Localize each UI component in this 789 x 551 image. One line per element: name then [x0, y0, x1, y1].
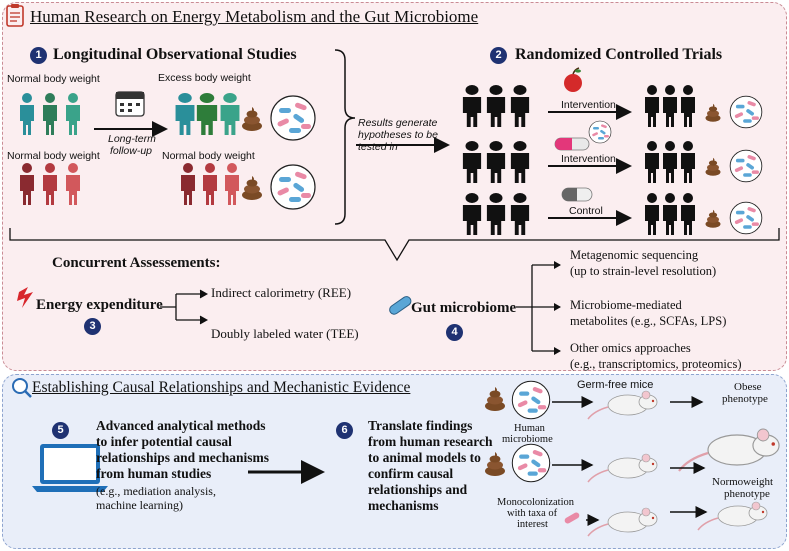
- clipboard-icon: [6, 4, 24, 27]
- step5-line: relationships and mechanisms: [96, 450, 270, 465]
- followup-label-line1: Long-term: [108, 133, 156, 145]
- step-4-badge: 4: [446, 324, 463, 341]
- mouse-icon: [587, 453, 658, 483]
- excess-weight-group-icon: [175, 93, 240, 135]
- observational-title: Longitudinal Observational Studies: [53, 46, 297, 63]
- gut-item-line1: Other omics approaches: [570, 341, 691, 355]
- microbiome-icon: [270, 164, 316, 210]
- pill-icon: [554, 137, 590, 151]
- normo-label-line2: phenotype: [724, 488, 770, 500]
- gut-microbiome-title: Gut microbiome: [411, 300, 517, 316]
- human-microbiome-label-line1: Human: [514, 423, 545, 434]
- gut-item-line1: Metagenomic sequencing: [570, 248, 699, 262]
- hypothesis-line2: hypotheses to be: [358, 129, 438, 141]
- energy-item: Doubly labeled water (TEE): [211, 326, 359, 341]
- germ-free-mouse-icon: [587, 390, 658, 420]
- rct-outcome-3-icon: [645, 193, 695, 235]
- step-5-badge: 5: [52, 422, 69, 439]
- mono-label-line2: with taxa of: [507, 508, 558, 519]
- gut-item-line2: (e.g., transcriptomics, proteomics): [570, 357, 742, 371]
- apple-icon: [564, 67, 582, 92]
- step5-subline: (e.g., mediation analysis,: [96, 484, 216, 498]
- hypothesis-line1: Results generate: [358, 117, 438, 129]
- excess-weight-label: Excess body weight: [158, 72, 251, 84]
- gut-item-line2: metabolites (e.g., SCFAs, LPS): [570, 314, 727, 328]
- magnifier-icon: [12, 378, 32, 398]
- step5-line: to infer potential causal: [96, 434, 232, 449]
- hypothesis-line3: tested in: [358, 141, 398, 153]
- energy-expenditure-title: Energy expenditure: [36, 297, 163, 313]
- germ-free-label: Germ-free mice: [577, 379, 654, 391]
- bracket-line: [334, 49, 356, 225]
- rct-arm-label: Intervention: [561, 153, 616, 165]
- obese-mouse-icon: [677, 427, 781, 473]
- normo-label-line1: Normoweight: [712, 476, 774, 488]
- laptop-icon: [32, 444, 108, 492]
- assessments-title: Concurrent Assessements:: [52, 255, 221, 271]
- obese-label-line1: Obese: [734, 381, 762, 393]
- step6-line: from human research: [368, 434, 493, 449]
- followup-label-line2: follow-up: [110, 145, 153, 157]
- human-microbiome-label-line2: microbiome: [502, 434, 553, 445]
- normoweight-mouse-icon: [697, 501, 768, 531]
- step5-line: from human studies: [96, 466, 212, 481]
- bacterium-icon: [564, 512, 580, 524]
- mouse-icon: [587, 507, 658, 537]
- step5-subline: machine learning): [96, 498, 183, 512]
- normal-weight-group-icon: [20, 93, 80, 135]
- rct-outcome-2-icon: [645, 141, 695, 183]
- obese-label-line2: phenotype: [722, 393, 768, 405]
- section1-title: Human Research on Energy Metabolism and …: [30, 7, 479, 26]
- rct-title: Randomized Controlled Trials: [515, 46, 723, 63]
- step6-line: mechanisms: [368, 498, 439, 513]
- step6-line: confirm causal: [368, 466, 454, 481]
- normal-weight-group-bottom-right-icon: [181, 163, 239, 205]
- gut-item-line1: Microbiome-mediated: [570, 298, 682, 312]
- step6-line: relationships and: [368, 482, 468, 497]
- stool-icon: [242, 176, 262, 200]
- normal-weight-label: Normal body weight: [7, 73, 100, 85]
- normal-weight-label: Normal body weight: [7, 150, 100, 162]
- rct-group-3-icon: [462, 193, 530, 235]
- step5-line: Advanced analytical methods: [96, 418, 266, 433]
- step-2-badge: 2: [490, 47, 507, 64]
- step6-line: to animal models to: [368, 450, 481, 465]
- microbiome-icon: [270, 95, 316, 141]
- calendar-icon: [115, 91, 145, 117]
- mono-label-line1: Monocolonization: [497, 497, 574, 508]
- stool-icon: [242, 107, 262, 131]
- rct-arm-label: Control: [569, 205, 603, 217]
- bacterium-icon: [389, 296, 412, 315]
- energy-bolt-icon: [17, 287, 33, 308]
- normal-weight-label: Normal body weight: [162, 150, 255, 162]
- normal-weight-group-bottom-icon: [20, 163, 80, 205]
- rct-group-1-icon: [462, 85, 530, 127]
- rct-group-2-icon: [462, 141, 530, 183]
- step-3-badge: 3: [84, 318, 101, 335]
- placebo-capsule-icon: [561, 187, 593, 202]
- step6-line: Translate findings: [368, 418, 473, 433]
- mono-label-line3: interest: [517, 519, 548, 530]
- assessment-bracket: [9, 228, 780, 262]
- rct-outcome-1-icon: [645, 85, 695, 127]
- step-1-badge: 1: [30, 47, 47, 64]
- gut-item-line2: (up to strain-level resolution): [570, 264, 717, 278]
- step-6-badge: 6: [336, 422, 353, 439]
- section2-title: Establishing Causal Relationships and Me…: [32, 379, 411, 396]
- energy-item: Indirect calorimetry (REE): [211, 285, 352, 300]
- rct-arm-label: Intervention: [561, 99, 616, 111]
